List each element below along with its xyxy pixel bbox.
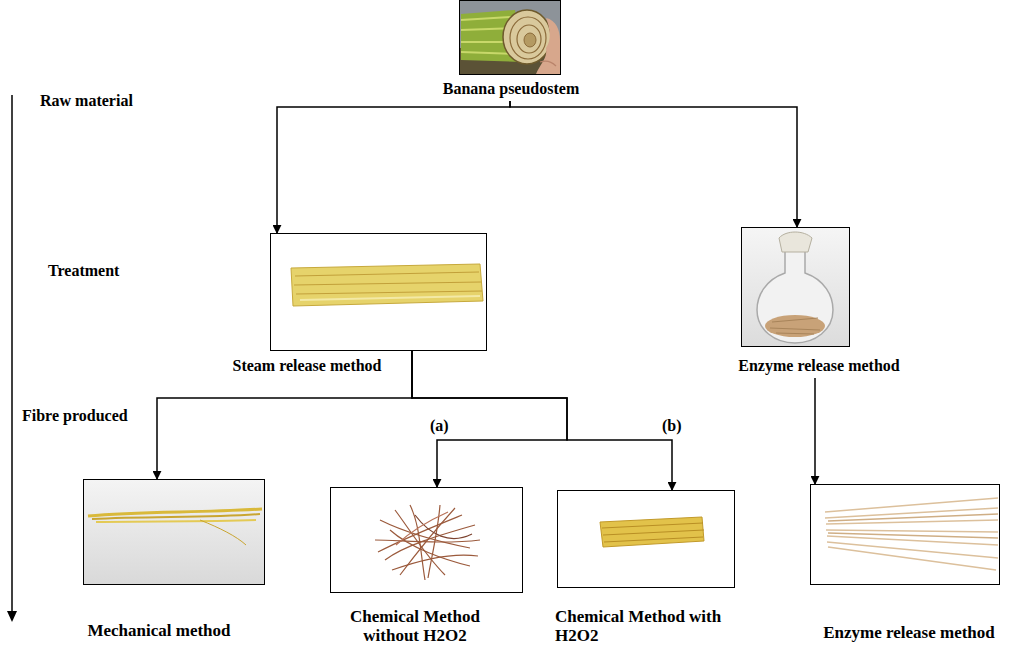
- flow-arrow: [510, 101, 797, 227]
- enzyme-fibre-photo: [825, 498, 998, 570]
- photo-box: Mechanical method: [83, 479, 265, 585]
- mechanical-fibre-photo: [84, 480, 264, 584]
- node-caption: Chemical Method with H2O2: [555, 607, 735, 645]
- photo-box: Chemical Method with H2O2: [557, 490, 735, 588]
- enzyme-flask-photo: [742, 228, 849, 346]
- pseudostem-photo: [460, 1, 560, 74]
- branch-label: (b): [662, 417, 682, 435]
- timeline-arrow: [7, 95, 17, 622]
- photo-box: Enzyme release method: [810, 484, 1000, 585]
- stage-label: Fibre produced: [22, 407, 128, 425]
- stage-label: Raw material: [40, 92, 133, 110]
- flow-arrow: [814, 378, 816, 484]
- node-caption: Banana pseudostem: [443, 80, 579, 98]
- photo-box: Steam release method: [270, 233, 487, 351]
- flow-arrow: [157, 351, 412, 479]
- flow-arrow: [412, 351, 672, 490]
- photo-box: Enzyme release method: [741, 227, 850, 347]
- node-caption: Enzyme release method: [823, 623, 995, 642]
- node-caption: Chemical Method without H2O2: [328, 607, 503, 645]
- node-caption: Steam release method: [233, 357, 382, 375]
- steam-fibre-photo: [291, 264, 483, 306]
- stage-label: Treatment: [48, 262, 119, 280]
- flow-arrow: [412, 351, 567, 487]
- photo-box: Chemical Method without H2O2: [330, 487, 523, 593]
- node-caption: Enzyme release method: [738, 357, 899, 375]
- flow-arrow: [277, 101, 510, 233]
- chemical-fibre-yellow-photo: [600, 517, 704, 547]
- branch-label: (a): [430, 417, 449, 435]
- photo-box: Banana pseudostem: [459, 0, 561, 75]
- node-caption: Mechanical method: [87, 621, 230, 640]
- chemical-fibre-brown-photo: [375, 505, 480, 580]
